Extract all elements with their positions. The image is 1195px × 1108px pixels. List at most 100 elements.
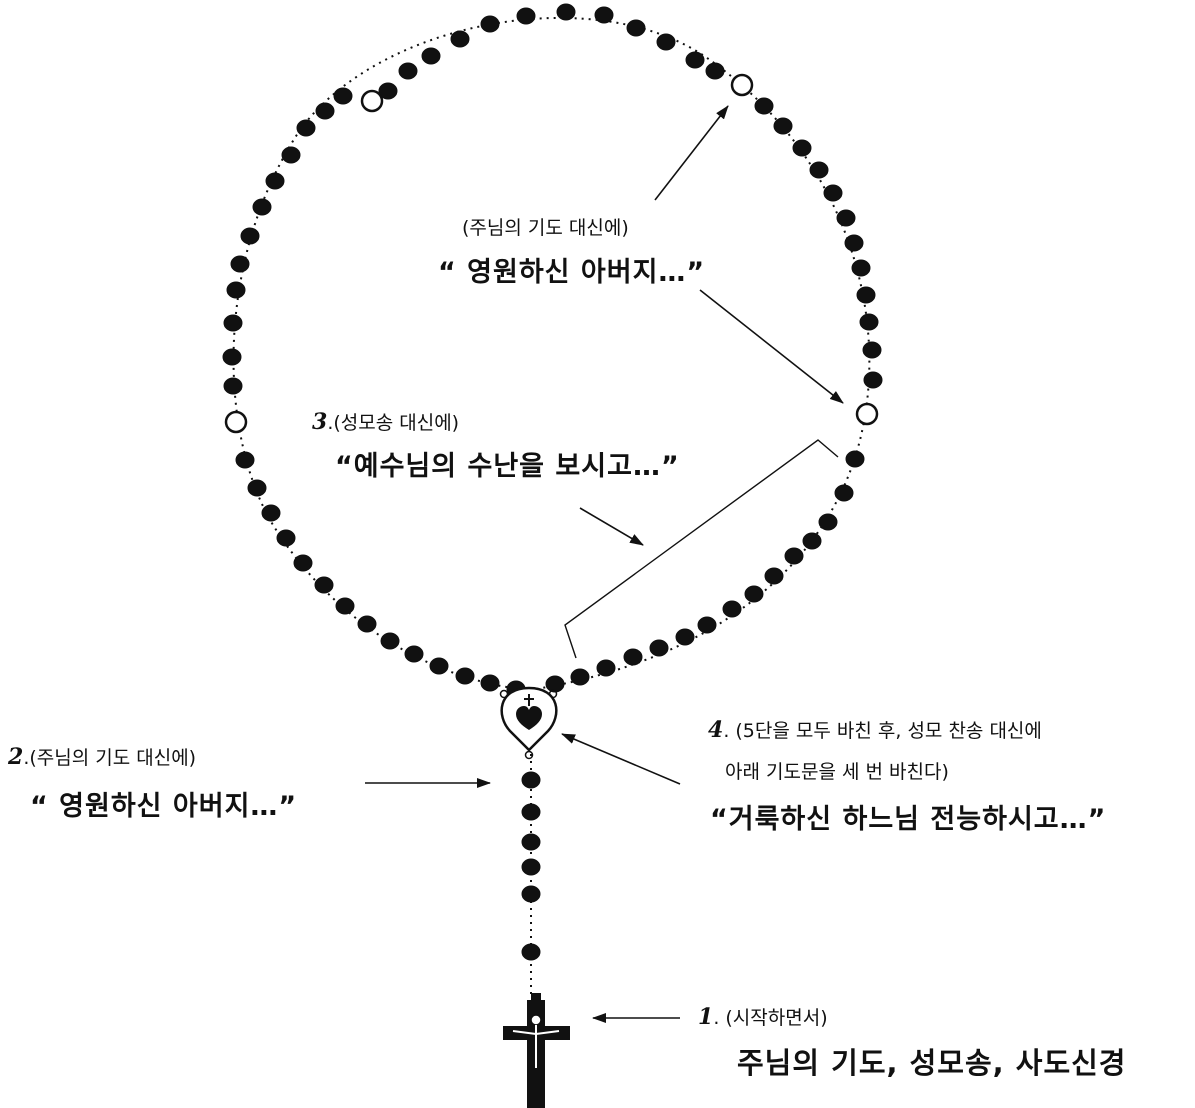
small-bead — [522, 859, 540, 875]
step1-heading: 1. (시작하면서) — [698, 1003, 828, 1030]
small-bead — [236, 452, 254, 468]
large-bead — [857, 404, 877, 424]
small-bead — [430, 658, 448, 674]
small-bead — [852, 260, 870, 276]
step4-instruction-line1: . (5단을 모두 바친 후, 성모 찬송 대신에 — [723, 720, 1042, 742]
small-bead — [864, 372, 882, 388]
step1-instruction: . (시작하면서) — [713, 1007, 827, 1029]
small-bead — [686, 52, 704, 68]
small-bead — [698, 617, 716, 633]
step3-heading: 3.(성모송 대신에) — [312, 408, 459, 435]
small-bead — [399, 63, 417, 79]
crucifix-icon — [503, 993, 570, 1108]
loop-beads — [223, 4, 882, 697]
large-bead — [226, 412, 246, 432]
small-bead — [405, 646, 423, 662]
small-bead — [241, 228, 259, 244]
small-bead — [676, 629, 694, 645]
small-bead — [824, 185, 842, 201]
small-bead — [262, 505, 280, 521]
small-bead — [336, 598, 354, 614]
small-bead — [379, 83, 397, 99]
small-bead — [456, 668, 474, 684]
small-bead — [624, 649, 642, 665]
small-bead — [481, 16, 499, 32]
step4-prayer-quote: “거룩하신 하느님 전능하시고…” — [710, 797, 1106, 836]
small-bead — [546, 676, 564, 692]
small-bead — [793, 140, 811, 156]
small-bead — [451, 31, 469, 47]
step3-prayer-quote: “예수님의 수난을 보시고…” — [335, 444, 680, 483]
small-bead — [315, 577, 333, 593]
small-bead — [863, 342, 881, 358]
small-bead — [224, 315, 242, 331]
arrow-step4 — [562, 734, 680, 784]
small-bead — [774, 118, 792, 134]
small-bead — [297, 120, 315, 136]
small-bead — [294, 555, 312, 571]
small-bead — [522, 944, 540, 960]
small-bead — [231, 256, 249, 272]
small-bead — [765, 568, 783, 584]
step4-heading: 4. (5단을 모두 바친 후, 성모 찬송 대신에 — [708, 716, 1042, 743]
small-bead — [381, 633, 399, 649]
small-bead — [845, 235, 863, 251]
small-bead — [223, 349, 241, 365]
small-bead — [227, 282, 245, 298]
small-bead — [522, 834, 540, 850]
heart-cross-medal-icon — [501, 688, 557, 759]
small-bead — [358, 616, 376, 632]
step3-instruction: .(성모송 대신에) — [327, 412, 459, 434]
small-bead — [723, 601, 741, 617]
small-bead — [837, 210, 855, 226]
arrow-step3 — [580, 508, 643, 545]
step2-prayer-quote: “ 영원하신 아버지…” — [30, 784, 297, 823]
small-bead — [860, 314, 878, 330]
small-bead — [224, 378, 242, 394]
small-bead — [522, 804, 540, 820]
small-bead — [571, 669, 589, 685]
step4-number: 4 — [708, 717, 723, 743]
large-bead — [732, 75, 752, 95]
small-bead — [422, 48, 440, 64]
arrow-top-to-right-bead — [700, 290, 843, 403]
small-bead — [316, 103, 334, 119]
step1-number: 1 — [698, 1004, 713, 1030]
large-bead — [362, 91, 382, 111]
small-bead — [846, 451, 864, 467]
small-bead — [650, 640, 668, 656]
small-bead — [517, 8, 535, 24]
small-bead — [857, 287, 875, 303]
small-bead — [755, 98, 773, 114]
small-bead — [810, 162, 828, 178]
small-bead — [557, 4, 575, 20]
step2-number: 2 — [8, 744, 23, 770]
top-instruction: (주님의 기도 대신에) — [462, 213, 629, 240]
small-bead — [657, 34, 675, 50]
small-bead — [597, 660, 615, 676]
small-bead — [522, 886, 540, 902]
small-bead — [282, 147, 300, 163]
step2-instruction: .(주님의 기도 대신에) — [23, 747, 196, 769]
small-bead — [334, 88, 352, 104]
small-bead — [595, 7, 613, 23]
small-bead — [803, 533, 821, 549]
pendant-beads — [522, 772, 540, 960]
small-bead — [248, 480, 266, 496]
small-bead — [266, 173, 284, 189]
small-bead — [522, 772, 540, 788]
small-bead — [706, 63, 724, 79]
step1-prayer-quote: 주님의 기도, 성모송, 사도신경 — [737, 1040, 1126, 1082]
step3-number: 3 — [312, 409, 327, 435]
small-bead — [835, 485, 853, 501]
small-bead — [745, 586, 763, 602]
step2-heading: 2.(주님의 기도 대신에) — [8, 743, 196, 770]
small-bead — [819, 514, 837, 530]
step4-instruction-line2: 아래 기도문을 세 번 바친다) — [725, 757, 949, 784]
small-bead — [481, 675, 499, 691]
small-bead — [785, 548, 803, 564]
arrow-top-to-upper-bead — [655, 106, 728, 200]
small-bead — [253, 199, 271, 215]
small-bead — [627, 20, 645, 36]
